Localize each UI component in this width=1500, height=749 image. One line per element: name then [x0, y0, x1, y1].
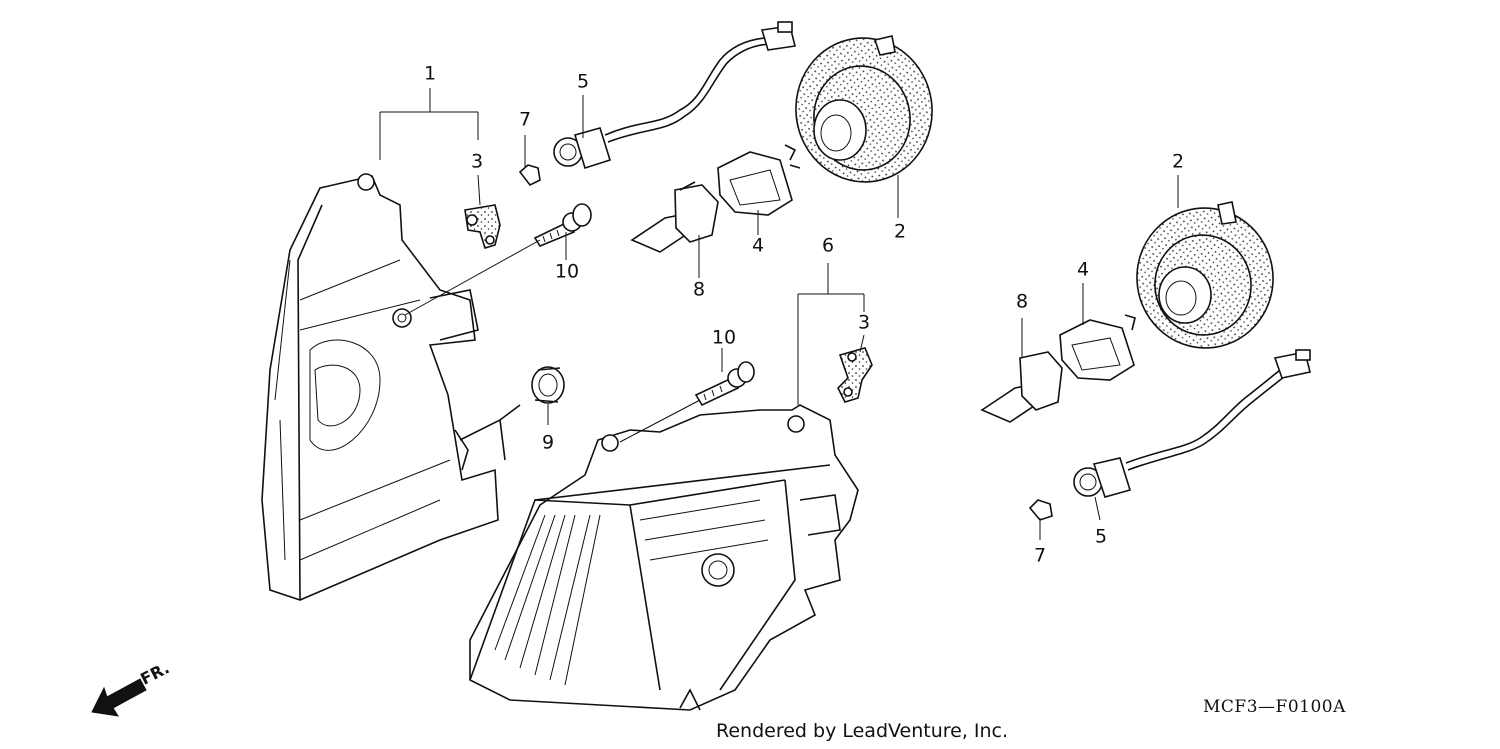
callout-10-lower: 10	[711, 326, 737, 349]
clip-upper	[464, 204, 501, 249]
callout-5-upper: 5	[576, 70, 590, 93]
callout-10-upper: 10	[554, 260, 580, 283]
callout-7-upper: 7	[518, 108, 532, 131]
callout-3-upper: 3	[470, 150, 484, 173]
callout-1: 1	[423, 62, 437, 85]
position-bulb-lower	[1028, 499, 1053, 521]
screw-lower	[694, 361, 755, 407]
callout-2-lower: 2	[1171, 150, 1185, 173]
front-direction-arrow	[91, 678, 147, 717]
bulb-socket-upper	[717, 144, 801, 216]
callout-9: 9	[541, 431, 555, 454]
callout-3-lower: 3	[857, 311, 871, 334]
callout-5-lower: 5	[1094, 525, 1108, 548]
render-credit: Rendered by LeadVenture, Inc.	[716, 720, 1009, 742]
callout-2-upper: 2	[893, 220, 907, 243]
diagram-code: MCF3—F0100A	[1203, 697, 1346, 717]
screw-upper	[533, 203, 592, 247]
headlight-right	[469, 404, 859, 711]
callout-8-upper: 8	[692, 278, 706, 301]
clip-lower	[837, 347, 873, 403]
halogen-bulb-upper	[630, 181, 719, 253]
headlight-left	[261, 173, 521, 601]
callout-8-lower: 8	[1015, 290, 1029, 313]
callout-6: 6	[821, 234, 835, 257]
grommet	[531, 366, 565, 404]
leader-lines	[379, 88, 1179, 540]
callout-7-lower: 7	[1033, 544, 1047, 567]
halogen-bulb-lower	[980, 351, 1063, 423]
callout-4-upper: 4	[751, 234, 765, 257]
bulb-socket-lower	[1059, 314, 1136, 381]
socket-wire-lower	[1073, 349, 1311, 498]
socket-cover-upper	[795, 35, 933, 183]
socket-wire-upper	[553, 21, 796, 170]
callout-4-lower: 4	[1076, 258, 1090, 281]
position-bulb-upper	[518, 164, 541, 187]
socket-cover-lower	[1136, 201, 1274, 349]
